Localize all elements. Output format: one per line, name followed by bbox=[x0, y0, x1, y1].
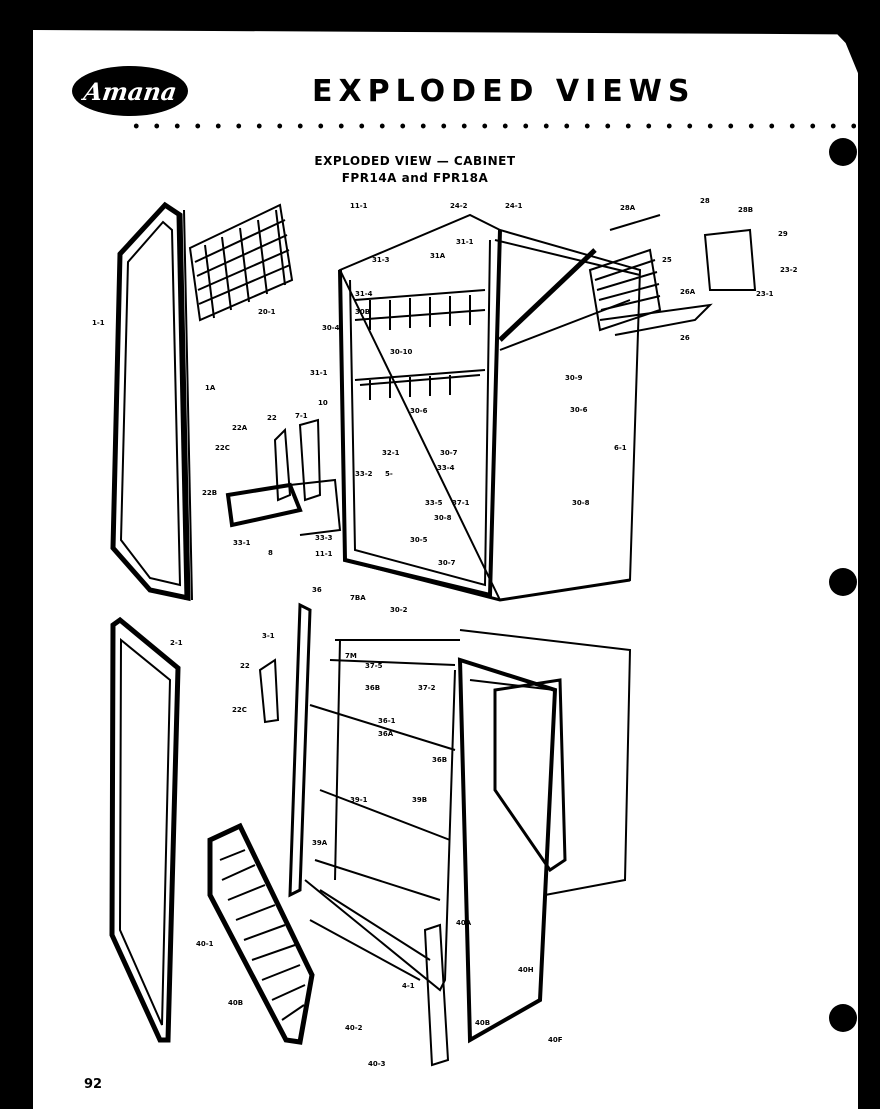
punch-hole-middle bbox=[829, 568, 857, 596]
svg-text:10: 10 bbox=[318, 399, 328, 407]
svg-text:33-4: 33-4 bbox=[437, 464, 455, 472]
svg-text:11-1: 11-1 bbox=[350, 202, 368, 210]
svg-text:36B: 36B bbox=[432, 756, 447, 764]
svg-text:22: 22 bbox=[240, 662, 250, 670]
dotted-rule bbox=[126, 121, 856, 131]
svg-text:30-9: 30-9 bbox=[565, 374, 583, 382]
svg-text:31A: 31A bbox=[430, 252, 446, 260]
svg-text:37-2: 37-2 bbox=[418, 684, 436, 692]
svg-text:31-4: 31-4 bbox=[355, 290, 373, 298]
punch-hole-top bbox=[829, 138, 857, 166]
food-door bbox=[109, 616, 181, 1043]
basket-grid bbox=[188, 203, 294, 322]
svg-text:4-1: 4-1 bbox=[402, 982, 415, 990]
svg-text:2-1: 2-1 bbox=[170, 639, 183, 647]
svg-text:33-3: 33-3 bbox=[315, 534, 333, 542]
svg-text:40F: 40F bbox=[548, 1036, 563, 1044]
svg-text:1-1: 1-1 bbox=[92, 319, 105, 327]
svg-text:5-: 5- bbox=[385, 470, 393, 478]
svg-text:30-10: 30-10 bbox=[390, 348, 413, 356]
svg-text:40B: 40B bbox=[475, 1019, 490, 1027]
page-title: EXPLODED VIEWS bbox=[312, 74, 696, 109]
svg-text:40A: 40A bbox=[456, 919, 472, 927]
svg-text:26: 26 bbox=[680, 334, 690, 342]
svg-text:30-2: 30-2 bbox=[390, 606, 408, 614]
svg-text:29: 29 bbox=[778, 230, 788, 238]
svg-text:39B: 39B bbox=[412, 796, 427, 804]
svg-text:24-1: 24-1 bbox=[505, 202, 523, 210]
svg-text:39-1: 39-1 bbox=[350, 796, 368, 804]
svg-text:8: 8 bbox=[268, 549, 273, 557]
svg-text:22C: 22C bbox=[232, 706, 247, 714]
svg-text:40B: 40B bbox=[228, 999, 243, 1007]
svg-text:37-1: 37-1 bbox=[452, 499, 470, 507]
svg-text:22A: 22A bbox=[232, 424, 248, 432]
svg-text:33-2: 33-2 bbox=[355, 470, 373, 478]
svg-text:20-1: 20-1 bbox=[258, 308, 276, 316]
svg-text:30-5: 30-5 bbox=[410, 536, 428, 544]
svg-text:30-7: 30-7 bbox=[440, 449, 458, 457]
svg-text:22: 22 bbox=[267, 414, 277, 422]
svg-text:36-1: 36-1 bbox=[378, 717, 396, 725]
svg-text:22C: 22C bbox=[215, 444, 230, 452]
control-assembly bbox=[225, 418, 450, 1067]
svg-text:6-1: 6-1 bbox=[614, 444, 627, 452]
upper-cabinet bbox=[338, 213, 642, 602]
svg-text:36B: 36B bbox=[365, 684, 380, 692]
svg-text:28: 28 bbox=[700, 197, 710, 205]
svg-text:30-8: 30-8 bbox=[572, 499, 590, 507]
svg-text:32-1: 32-1 bbox=[382, 449, 400, 457]
svg-text:3-1: 3-1 bbox=[262, 632, 275, 640]
svg-text:30-6: 30-6 bbox=[570, 406, 588, 414]
svg-text:30-7: 30-7 bbox=[438, 559, 456, 567]
freezer-door bbox=[110, 201, 193, 602]
svg-text:22B: 22B bbox=[202, 489, 217, 497]
svg-text:33-1: 33-1 bbox=[233, 539, 251, 547]
svg-text:36: 36 bbox=[312, 586, 322, 594]
svg-text:31-1: 31-1 bbox=[310, 369, 328, 377]
kick-grille bbox=[207, 822, 315, 1045]
svg-text:40H: 40H bbox=[518, 966, 534, 974]
svg-text:28B: 28B bbox=[738, 206, 753, 214]
callout-labels: 11-1 24-2 24-1 28A 28 28B 29 23-2 23-1 2… bbox=[92, 197, 798, 1068]
svg-text:1A: 1A bbox=[205, 384, 216, 392]
svg-text:23-2: 23-2 bbox=[780, 266, 798, 274]
svg-text:30-6: 30-6 bbox=[410, 407, 428, 415]
svg-text:28A: 28A bbox=[620, 204, 636, 212]
svg-text:39A: 39A bbox=[312, 839, 328, 847]
svg-text:31-3: 31-3 bbox=[372, 256, 390, 264]
svg-text:36A: 36A bbox=[378, 730, 394, 738]
svg-text:30B: 30B bbox=[355, 308, 370, 316]
svg-text:7-1: 7-1 bbox=[295, 412, 308, 420]
svg-text:40-2: 40-2 bbox=[345, 1024, 363, 1032]
diagram-title: EXPLODED VIEW — CABINET bbox=[314, 154, 516, 168]
svg-text:40-3: 40-3 bbox=[368, 1060, 386, 1068]
svg-text:40-1: 40-1 bbox=[196, 940, 214, 948]
svg-text:33-5: 33-5 bbox=[425, 499, 443, 507]
svg-text:31-1: 31-1 bbox=[456, 238, 474, 246]
svg-text:7BA: 7BA bbox=[350, 594, 366, 602]
svg-text:26A: 26A bbox=[680, 288, 696, 296]
condenser-coil bbox=[588, 214, 757, 336]
svg-text:37-5: 37-5 bbox=[365, 662, 383, 670]
svg-text:7M: 7M bbox=[345, 652, 357, 660]
page-number: 92 bbox=[84, 1077, 103, 1092]
lower-cabinet bbox=[288, 602, 632, 1044]
punch-hole-bottom bbox=[829, 1004, 857, 1032]
svg-text:11-1: 11-1 bbox=[315, 550, 333, 558]
svg-text:23-1: 23-1 bbox=[756, 290, 774, 298]
diagram-models: FPR14A and FPR18A bbox=[341, 171, 489, 185]
svg-text:30-4: 30-4 bbox=[322, 324, 340, 332]
svg-text:30-8: 30-8 bbox=[434, 514, 452, 522]
svg-text:24-2: 24-2 bbox=[450, 202, 468, 210]
amana-logo: Amana bbox=[72, 66, 188, 116]
svg-text:25: 25 bbox=[662, 256, 672, 264]
